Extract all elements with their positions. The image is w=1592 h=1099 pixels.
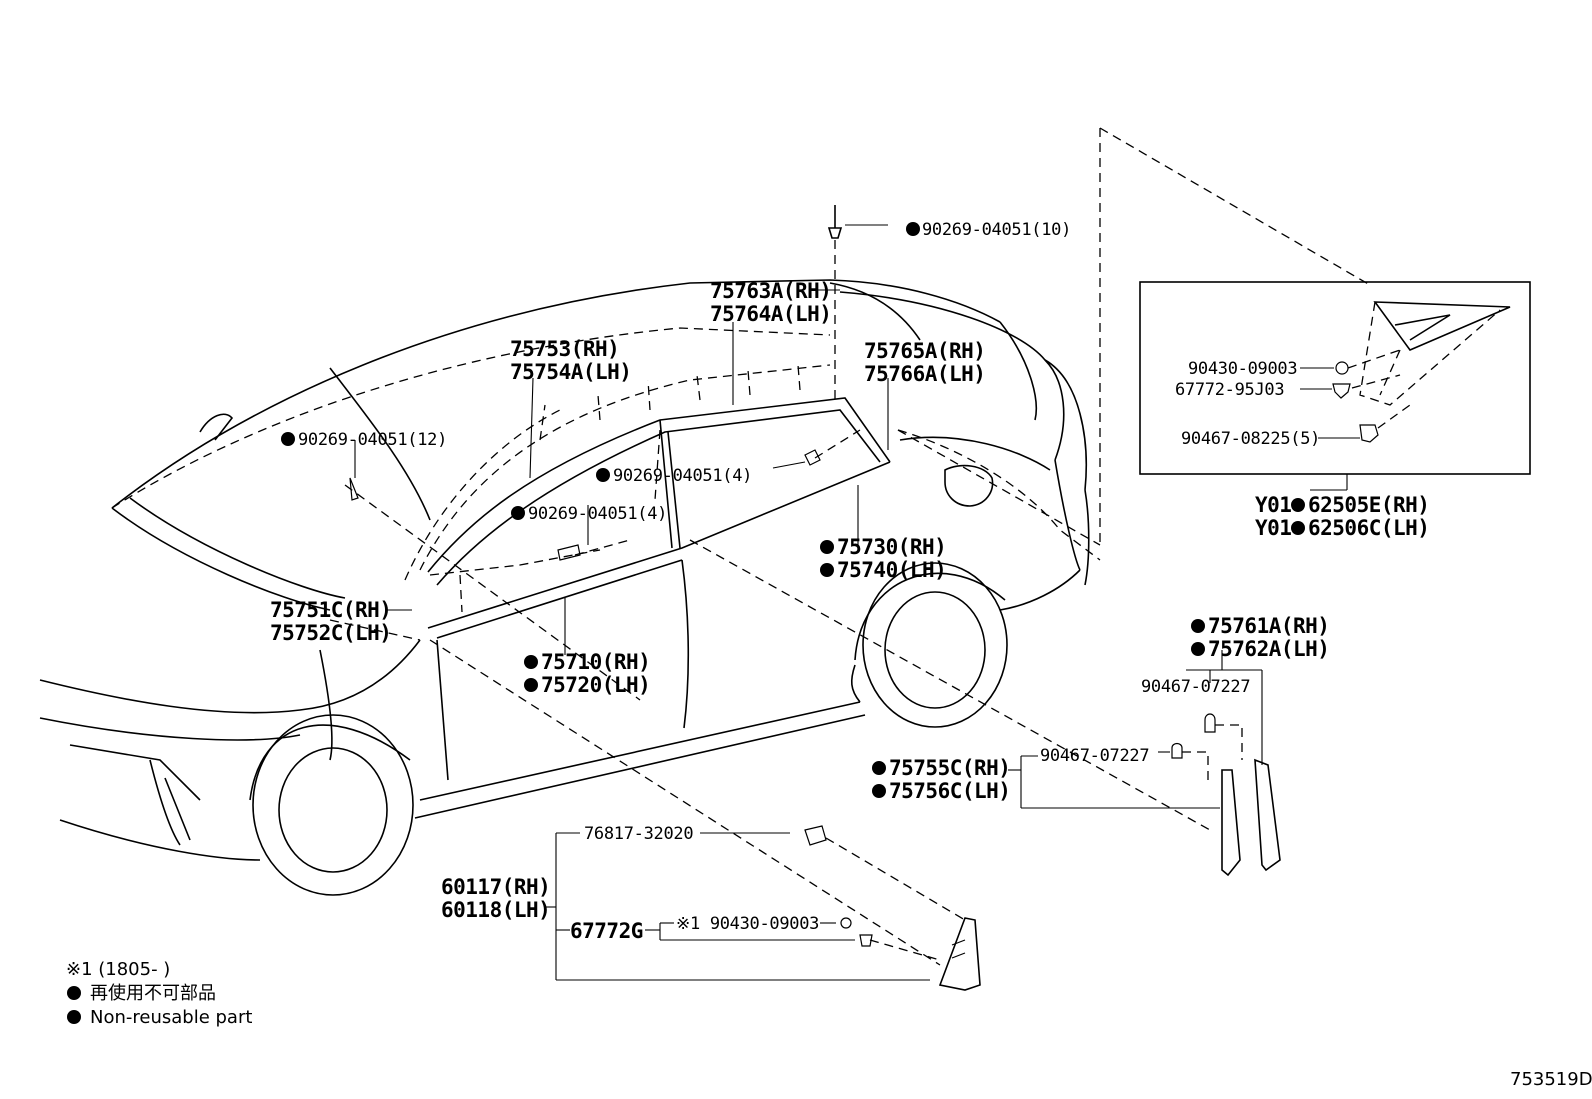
label-y01-a: Y01 (1255, 493, 1291, 517)
label-75710: 75710(RH) (541, 650, 650, 674)
label-90269-04051-10: 90269-04051(10) (922, 220, 1071, 240)
nr-dot (281, 432, 295, 446)
label-67772G: 67772G (570, 919, 643, 943)
label-90269-04051-4-b: 90269-04051(4) (528, 504, 667, 524)
pillar-garnish-parts (1171, 713, 1281, 877)
nr-dot (1191, 619, 1205, 633)
label-y01-b: Y01 (1255, 516, 1291, 540)
mudguard-part (804, 825, 981, 991)
label-75752C: 75752C(LH) (270, 621, 391, 645)
label-75762A: 75762A(LH) (1208, 637, 1329, 661)
label-leaders (385, 289, 1263, 981)
car-body-drawing (39, 279, 1090, 896)
label-90430-09003-b: ※1 90430-09003 (676, 914, 819, 934)
label-75761A: 75761A(RH) (1208, 614, 1329, 638)
nr-dot (1291, 521, 1305, 535)
dashed-hidden-lines (111, 327, 1101, 613)
nr-dot (524, 678, 538, 692)
nr-dot (820, 563, 834, 577)
nr-dot (872, 761, 886, 775)
label-75754A: 75754A(LH) (510, 360, 631, 384)
label-75764A: 75764A(LH) (710, 302, 831, 326)
legend: ※1 (1805- ) 再使用不可部品 Non-reusable part (66, 959, 252, 1028)
nr-dot (596, 468, 610, 482)
legend-non-reusable-en: Non-reusable part (90, 1007, 252, 1028)
label-90269-04051-12: 90269-04051(12) (298, 430, 447, 450)
label-76817-32020: 76817-32020 (584, 824, 693, 844)
clip-90269-04051-10 (827, 205, 888, 400)
label-67772-95J03: 67772-95J03 (1175, 380, 1284, 400)
label-75755C: 75755C(RH) (889, 756, 1010, 780)
label-75756C: 75756C(LH) (889, 779, 1010, 803)
nr-dot (1191, 642, 1205, 656)
label-60118: 60118(LH) (441, 898, 550, 922)
label-90269-04051-4-a: 90269-04051(4) (613, 466, 752, 486)
nr-dot (906, 222, 920, 236)
nr-dot (872, 784, 886, 798)
label-75740: 75740(LH) (837, 558, 946, 582)
door-fasteners (349, 429, 861, 561)
label-90467-08225: 90467-08225(5) (1181, 429, 1320, 449)
label-75753: 75753(RH) (510, 337, 619, 361)
label-90467-07227-b: 90467-07227 (1040, 746, 1149, 766)
label-90467-07227-a: 90467-07227 (1141, 677, 1250, 697)
legend-dot (67, 986, 81, 1000)
legend-non-reusable-jp: 再使用不可部品 (90, 983, 216, 1004)
nr-dot (820, 540, 834, 554)
legend-note-1: ※1 (1805- ) (66, 959, 170, 980)
legend-dot (67, 1010, 81, 1024)
non-reusable-markers (67, 222, 1305, 1024)
nr-dot (511, 506, 525, 520)
exploded-dashed-leaders (329, 127, 1371, 966)
label-62506C: 62506C(LH) (1308, 516, 1429, 540)
label-75765A: 75765A(RH) (864, 339, 985, 363)
label-62505E: 62505E(RH) (1308, 493, 1429, 517)
label-75751C: 75751C(RH) (270, 598, 391, 622)
label-90430-09003-a: 90430-09003 (1188, 359, 1297, 379)
label-75730: 75730(RH) (837, 535, 946, 559)
label-75763A: 75763A(RH) (710, 279, 831, 303)
part-labels: 90269-04051(10) 75763A(RH) 75764A(LH) 75… (270, 220, 1430, 943)
nr-dot (524, 655, 538, 669)
nr-dot (1291, 498, 1305, 512)
figure-code: 753519D (1510, 1069, 1592, 1090)
label-75720: 75720(LH) (541, 673, 650, 697)
label-75766A: 75766A(LH) (864, 362, 985, 386)
inset-box (1139, 281, 1531, 491)
label-60117: 60117(RH) (441, 875, 550, 899)
